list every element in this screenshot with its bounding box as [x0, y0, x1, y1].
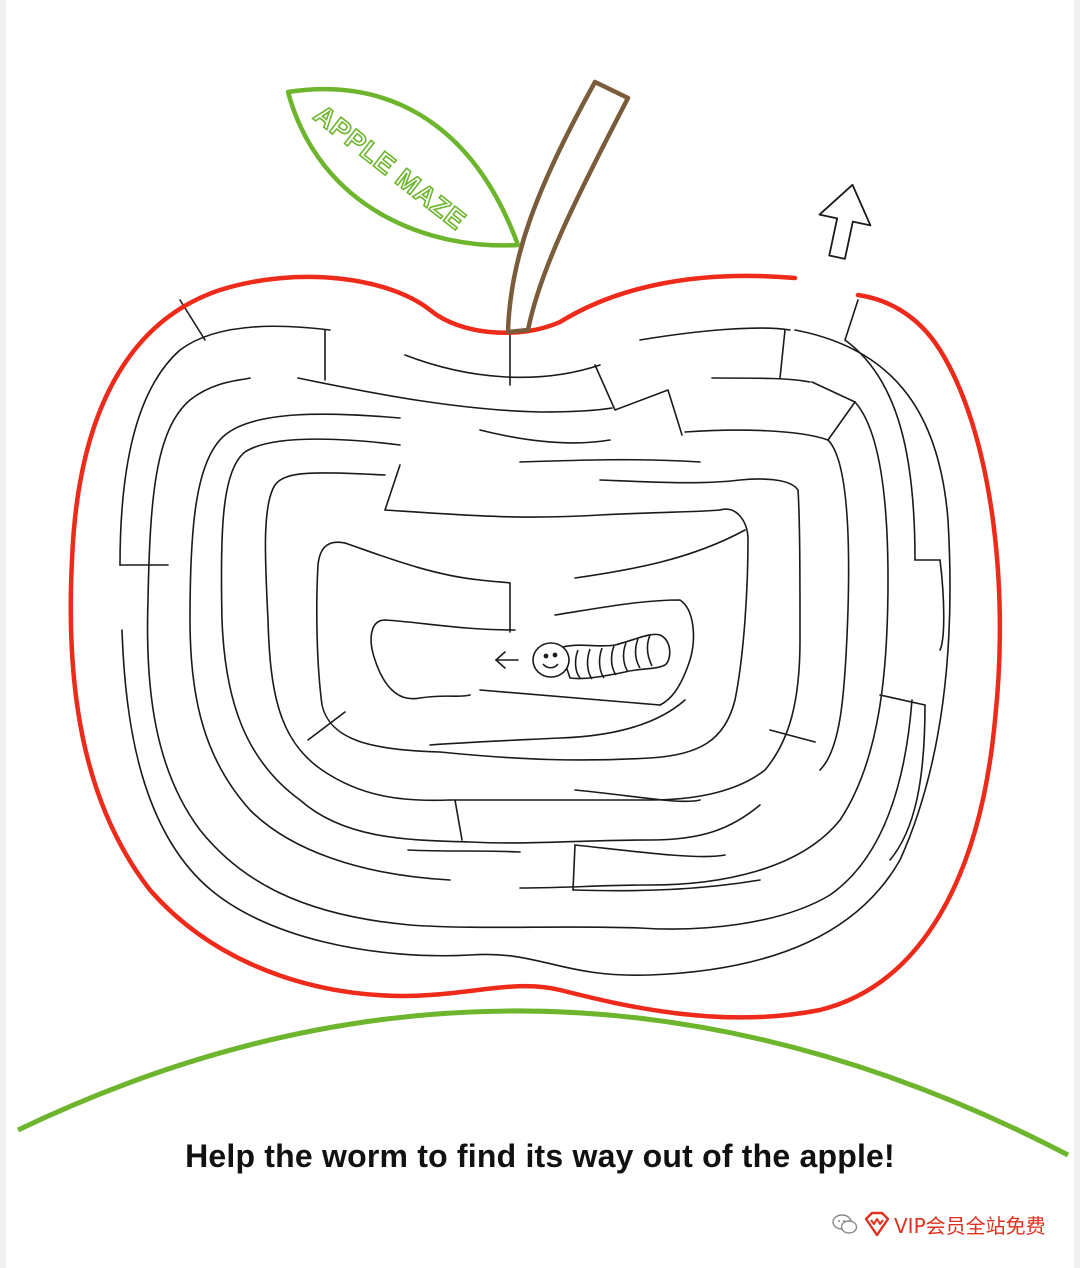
- watermark-text: VIP会员全站免费: [894, 1213, 1046, 1238]
- exit-arrow-icon: [818, 183, 872, 260]
- vip-diamond-icon: [864, 1211, 890, 1237]
- ground-hill: [16, 1008, 1070, 1158]
- apple-leaf: [285, 87, 521, 248]
- instruction-text: Help the worm to find its way out of the…: [185, 1138, 895, 1174]
- left-frame-border: [0, 0, 6, 1268]
- apple-outline: [68, 273, 1003, 1020]
- watermark: VIP会员全站免费: [832, 1200, 1064, 1248]
- worm-icon: [532, 633, 671, 680]
- wechat-icon: [832, 1214, 858, 1234]
- right-frame-border: [1074, 0, 1080, 1268]
- left-arrow-icon: [494, 651, 519, 669]
- maze-walls: [119, 299, 951, 976]
- apple-stem: [505, 79, 631, 335]
